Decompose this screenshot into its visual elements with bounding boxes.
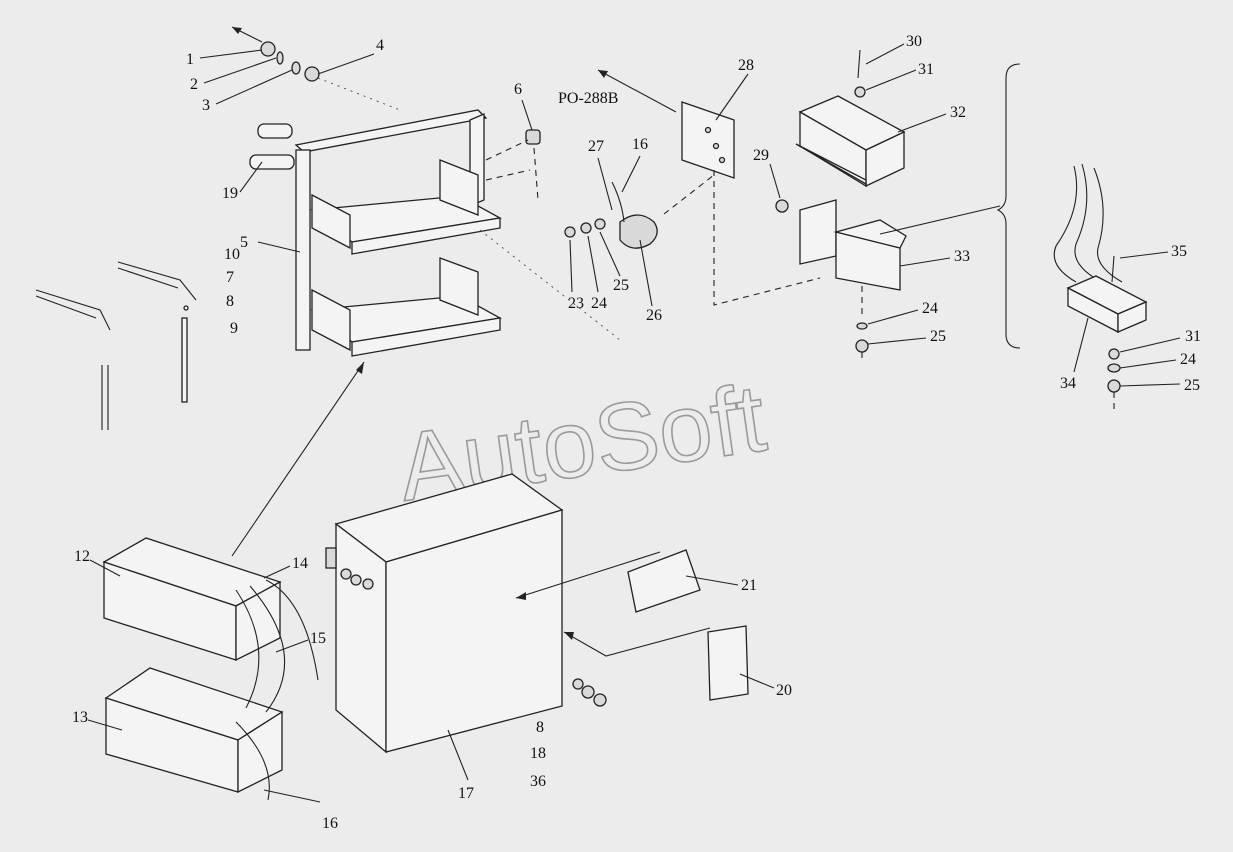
- callout: 7: [226, 269, 234, 286]
- callout: 4: [376, 37, 384, 54]
- connector-label: PO-288B: [558, 90, 618, 107]
- electronic-housing: [775, 49, 1021, 362]
- callout: 18: [530, 745, 546, 762]
- callout: 30: [906, 33, 922, 50]
- callout: 25: [613, 277, 629, 294]
- electronic-unit: [1053, 163, 1148, 412]
- fasteners-1-4: [231, 26, 401, 111]
- callout: 27: [588, 138, 604, 155]
- callout: 23: [568, 295, 584, 312]
- callout: 8: [226, 293, 234, 310]
- callout: 29: [753, 147, 769, 164]
- callout: 35: [1171, 243, 1187, 260]
- callout: 5: [240, 234, 248, 251]
- callout: 31: [918, 61, 934, 78]
- callout: 24: [922, 300, 938, 317]
- callout: 10: [224, 246, 240, 263]
- callout: 1: [186, 51, 194, 68]
- callout: 24: [1180, 351, 1196, 368]
- callout: 6: [514, 81, 522, 98]
- callout: 16: [322, 815, 338, 832]
- callout: 25: [930, 328, 946, 345]
- clamps: [35, 261, 197, 430]
- callout: 36: [530, 773, 546, 790]
- callout: 14: [292, 555, 308, 572]
- callout: 17: [458, 785, 474, 802]
- callout: 21: [741, 577, 757, 594]
- callout: 3: [202, 97, 210, 114]
- callout: 8: [536, 719, 544, 736]
- callout: 34: [1060, 375, 1076, 392]
- callout: 26: [646, 307, 662, 324]
- callout: 28: [738, 57, 754, 74]
- callout: 31: [1185, 328, 1201, 345]
- callout: 25: [1184, 377, 1200, 394]
- callout: 16: [632, 136, 648, 153]
- leader-lines: [87, 43, 1181, 803]
- callout: 32: [950, 104, 966, 121]
- callout: 24: [591, 295, 607, 312]
- callout: 2: [190, 76, 198, 93]
- batteries: [102, 361, 365, 801]
- callout: 19: [222, 185, 238, 202]
- callout: 15: [310, 630, 326, 647]
- battery-box: [325, 473, 749, 754]
- callout: 9: [230, 320, 238, 337]
- callout: 20: [776, 682, 792, 699]
- callout: 13: [72, 709, 88, 726]
- callout: 33: [954, 248, 970, 265]
- relay-assembly: [479, 69, 821, 341]
- callout: 12: [74, 548, 90, 565]
- battery-frame: [249, 109, 541, 357]
